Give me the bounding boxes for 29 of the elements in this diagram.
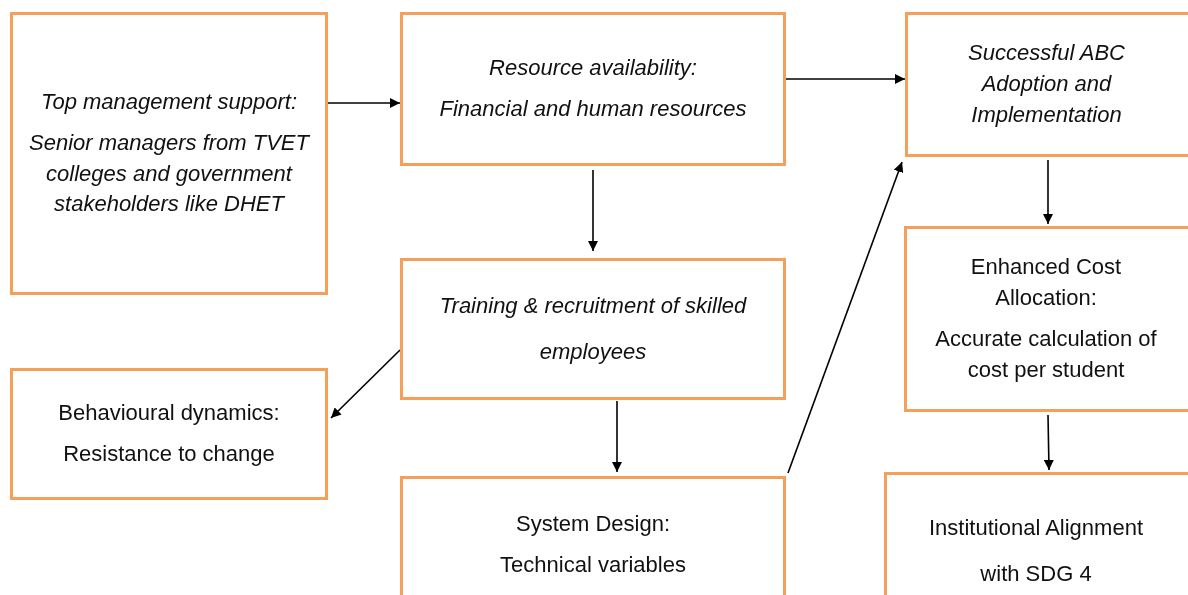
box-text: Senior managers from TVET colleges and government stakeholders like DHET	[28, 128, 311, 219]
arrow	[787, 161, 904, 474]
box-text: Resistance to change	[63, 440, 275, 468]
box-text: System Design:	[515, 510, 671, 538]
box-text: Technical variables	[500, 550, 686, 579]
box-text: Financial and human resources	[439, 95, 747, 123]
process-box	[10, 368, 328, 500]
arrow	[588, 169, 598, 252]
box-text: Accurate calculation of cost per student	[934, 325, 1158, 384]
box-text: Institutional Alignment with SDG 4	[928, 514, 1144, 589]
arrow	[327, 98, 401, 108]
box-text: Successful ABC Adoption and Implementation	[967, 39, 1126, 129]
box-text: Enhanced Cost Allocation:	[969, 253, 1123, 313]
arrow	[330, 349, 401, 419]
box-text: Top management support:	[41, 87, 297, 116]
arrow	[1043, 414, 1054, 471]
box-text: Training & recruitment of skilled employees	[438, 291, 748, 366]
process-box	[10, 12, 328, 295]
arrow	[612, 400, 622, 473]
process-box	[400, 476, 786, 595]
arrow	[785, 74, 906, 84]
process-box	[905, 12, 1188, 157]
box-text: Behavioural dynamics:	[58, 399, 280, 428]
process-box	[400, 12, 786, 166]
process-box	[904, 226, 1188, 412]
arrow	[1043, 159, 1053, 225]
box-text: Resource availability:	[489, 54, 697, 83]
process-box	[400, 258, 786, 400]
process-box	[884, 472, 1188, 595]
